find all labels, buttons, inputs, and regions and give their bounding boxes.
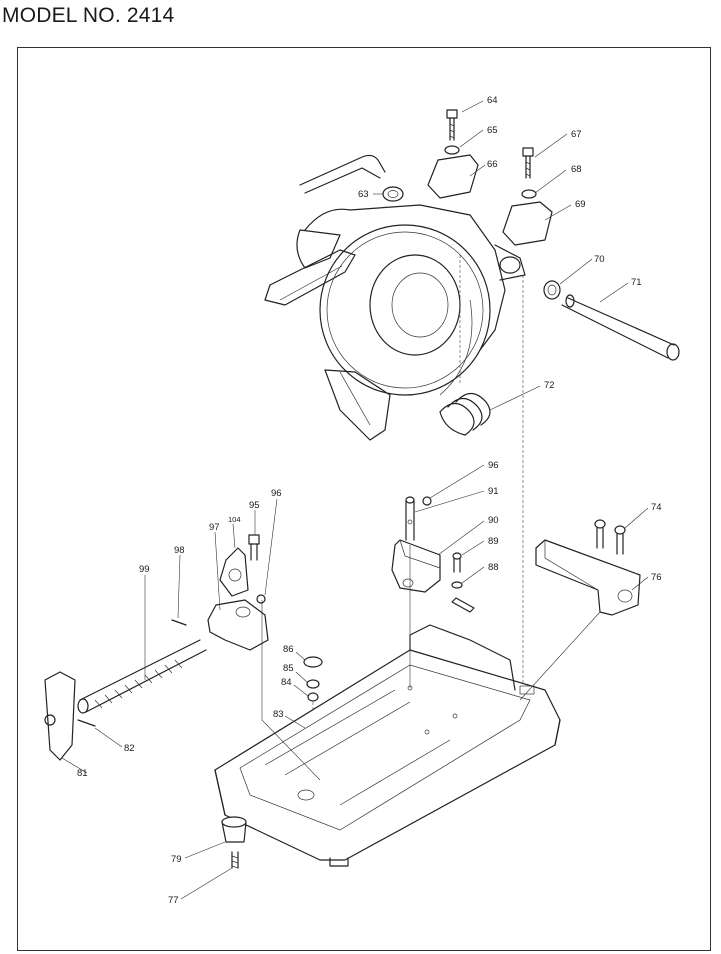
lead-screw-99 (77, 639, 207, 714)
label-86: 86 (283, 644, 294, 655)
leader-lines (61, 100, 649, 900)
vise-block-97 (207, 599, 269, 651)
pin-91 (405, 496, 415, 541)
pin-98 (171, 619, 187, 626)
label-68: 68 (571, 164, 582, 175)
label-96-lower: 96 (271, 488, 282, 499)
bolt-64 (446, 109, 458, 141)
base-83 (214, 624, 561, 867)
label-69: 69 (575, 199, 586, 210)
label-89: 89 (488, 536, 499, 547)
label-90: 90 (488, 515, 499, 526)
pin-82 (77, 719, 96, 727)
bolt-67 (522, 147, 534, 179)
washer-68 (521, 189, 537, 199)
saw-head-assembly (264, 154, 526, 690)
label-66: 66 (487, 159, 498, 170)
bracket-90 (391, 539, 441, 593)
label-104: 104 (228, 515, 241, 524)
label-97: 97 (209, 522, 220, 533)
label-84: 84 (281, 677, 292, 688)
vise-nut-104 (219, 547, 249, 597)
vise-plate-81 (44, 671, 76, 761)
washer-70 (543, 280, 561, 300)
label-82: 82 (124, 743, 135, 754)
shaft-71 (561, 294, 680, 361)
label-96-upper: 96 (488, 460, 499, 471)
ring-96-lower (256, 594, 266, 604)
washer-63 (382, 186, 404, 202)
bolt-95 (248, 534, 260, 561)
label-63: 63 (358, 189, 369, 200)
washer-86 (303, 656, 323, 668)
washer-85 (306, 679, 320, 689)
washer-65 (444, 145, 460, 155)
nut-84 (307, 692, 319, 702)
label-85: 85 (283, 663, 294, 674)
label-70: 70 (594, 254, 605, 265)
block-66 (427, 154, 479, 199)
fence-76 (535, 539, 641, 616)
screw-77 (231, 851, 239, 869)
label-98: 98 (174, 545, 185, 556)
label-77: 77 (168, 895, 179, 906)
label-65: 65 (487, 125, 498, 136)
label-81: 81 (77, 768, 88, 779)
spring-72 (439, 392, 491, 436)
label-99: 99 (139, 564, 150, 575)
label-79: 79 (171, 854, 182, 865)
foot-79 (221, 816, 247, 843)
bolts-74 (594, 519, 626, 555)
label-71: 71 (631, 277, 642, 288)
label-95: 95 (249, 500, 260, 511)
label-72: 72 (544, 380, 555, 391)
diagram-frame (17, 47, 711, 951)
washer-88 (451, 581, 463, 589)
label-76: 76 (651, 572, 662, 583)
bolt-89 (452, 552, 462, 573)
block-69 (502, 201, 553, 246)
ring-96-upper (422, 496, 432, 506)
label-88: 88 (488, 562, 499, 573)
label-74: 74 (651, 502, 662, 513)
label-64: 64 (487, 95, 498, 106)
label-67: 67 (571, 129, 582, 140)
label-83: 83 (273, 709, 284, 720)
label-91: 91 (488, 486, 499, 497)
model-number-title: MODEL NO. 2414 (2, 4, 175, 27)
key-88 (451, 597, 475, 613)
